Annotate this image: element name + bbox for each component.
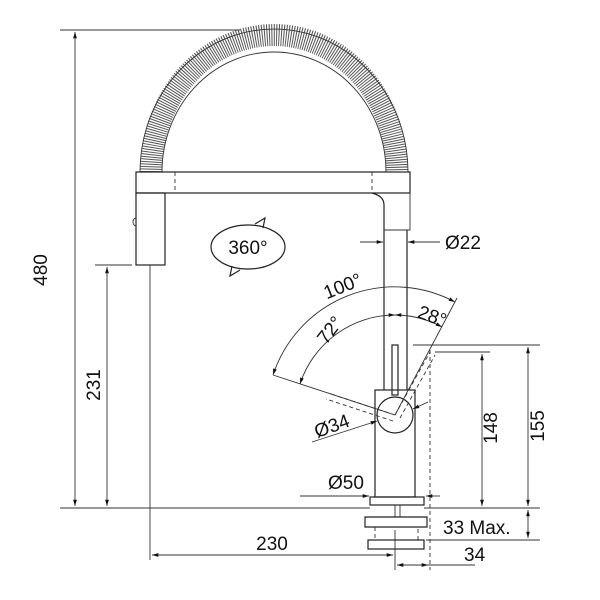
dim-base-diameter: Ø50 (328, 473, 364, 494)
dim-angle-100: 100° (321, 270, 365, 304)
dim-angle-28: 28° (415, 302, 449, 332)
dim-230: 230 (256, 534, 288, 555)
dimension-lines (60, 29, 540, 570)
dim-lever-diameter: Ø34 (312, 411, 353, 443)
dim-33-max: 33 Max. (443, 518, 511, 539)
dim-148: 148 (481, 412, 502, 444)
rotation-360-icon: 360° (210, 216, 286, 278)
dim-480: 480 (31, 254, 52, 286)
spout-bar (135, 171, 411, 194)
spray-head (132, 192, 166, 266)
dim-231: 231 (84, 369, 105, 401)
flexible-hose (139, 24, 409, 173)
dim-spout-diameter: Ø22 (445, 233, 481, 254)
dim-34: 34 (464, 545, 486, 566)
dimension-labels: 480 231 230 Ø22 100° 72° 28° Ø34 Ø50 148… (31, 233, 549, 566)
spout-column (371, 192, 411, 390)
dim-angle-72: 72° (314, 313, 348, 349)
faucet-body (325, 344, 436, 550)
rotation-label: 360° (228, 238, 267, 259)
dim-155: 155 (528, 410, 549, 442)
